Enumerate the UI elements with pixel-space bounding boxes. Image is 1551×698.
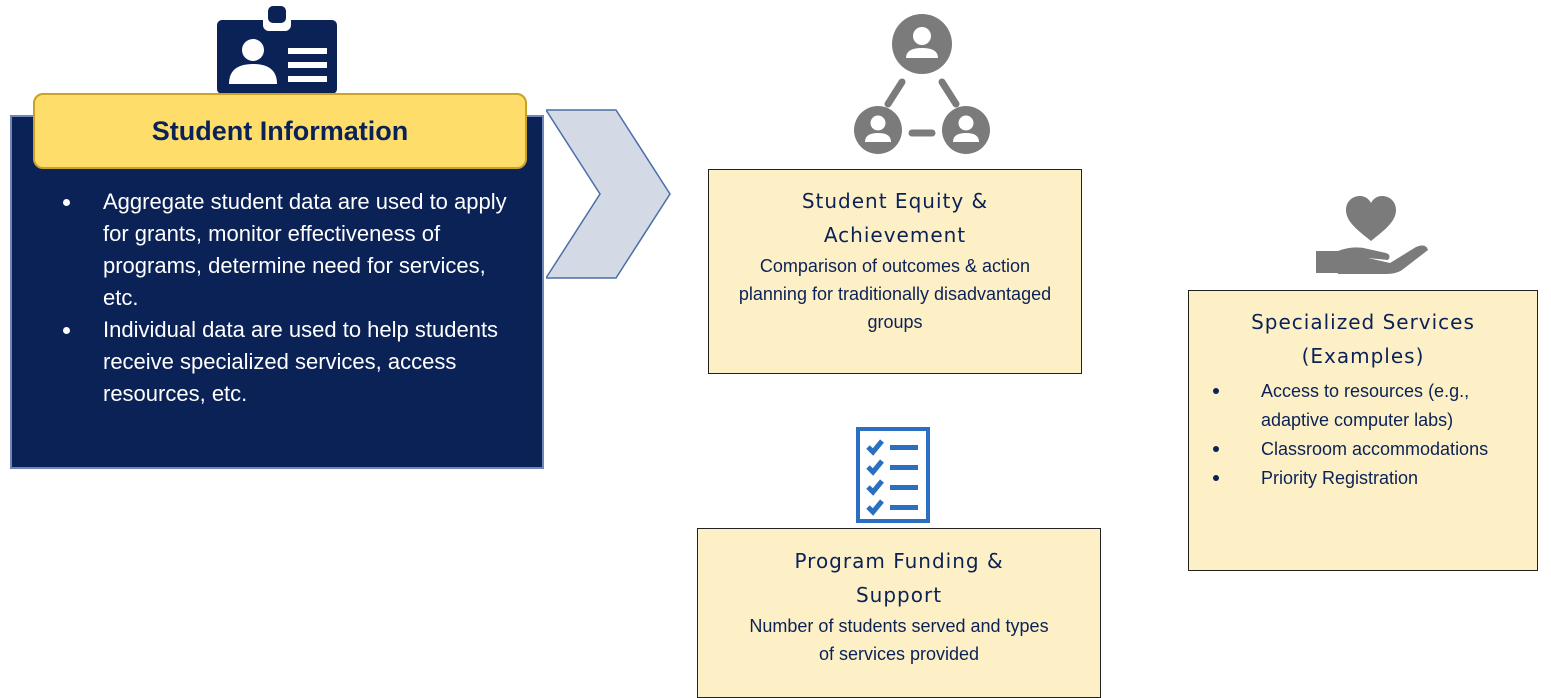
student-info-bullet: Aggregate student data are used to apply… (55, 186, 525, 314)
services-item: Access to resources (e.g., adaptive comp… (1189, 377, 1537, 435)
services-item: Priority Registration (1189, 464, 1537, 493)
student-info-panel (10, 115, 544, 469)
equity-description: Comparison of outcomes & action planning… (738, 256, 1052, 332)
services-item: Classroom accommodations (1189, 435, 1537, 464)
equity-title: Student Equity & Achievement (801, 189, 989, 247)
services-title: Specialized Services (Examples) (1251, 310, 1475, 368)
services-list: Access to resources (e.g., adaptive comp… (1189, 377, 1537, 493)
student-info-bullet: Individual data are used to help student… (55, 314, 525, 410)
people-network-icon (854, 14, 990, 154)
equity-box: Student Equity & Achievement Comparison … (708, 169, 1082, 374)
heart-in-hand-icon (1316, 196, 1428, 274)
checklist-icon (856, 427, 930, 523)
funding-title: Program Funding & Support (794, 549, 1004, 607)
funding-description: Number of students served and types of s… (749, 616, 1049, 664)
services-box: Specialized Services (Examples) Access t… (1188, 290, 1538, 571)
chevron-arrow (546, 109, 671, 279)
funding-box: Program Funding & Support Number of stud… (697, 528, 1101, 698)
student-info-list: Aggregate student data are used to apply… (55, 186, 525, 410)
student-info-title: Student Information (33, 93, 527, 169)
id-badge-icon (217, 6, 337, 94)
